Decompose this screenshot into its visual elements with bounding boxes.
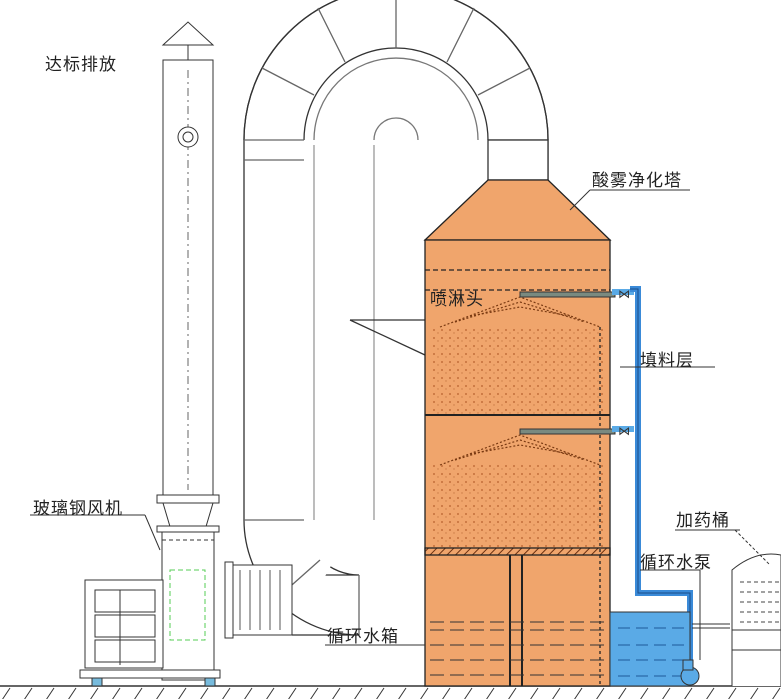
label-dosing-barrel: 加药桶 xyxy=(676,511,730,531)
circulation-pump xyxy=(680,623,730,686)
label-packing-layer: 填料层 xyxy=(640,351,694,371)
label-fan: 玻璃钢风机 xyxy=(33,499,123,519)
leader-lines xyxy=(30,189,771,660)
svg-text:⋈: ⋈ xyxy=(618,424,630,438)
fan[interactable] xyxy=(79,569,221,687)
label-spray-head: 喷淋头 xyxy=(430,290,484,310)
label-circulation-tank: 循环水箱 xyxy=(327,627,399,647)
ground xyxy=(0,685,781,699)
svg-text:⋈: ⋈ xyxy=(618,287,630,301)
label-discharge: 达标排放 xyxy=(45,55,117,75)
dosing-barrel xyxy=(731,553,781,686)
duct xyxy=(243,0,549,636)
label-tower: 酸雾净化塔 xyxy=(592,171,682,191)
label-circulation-pump: 循环水泵 xyxy=(640,553,712,573)
circulation-tank xyxy=(609,611,691,687)
duct-inlet xyxy=(224,561,293,639)
acid-mist-tower xyxy=(423,139,612,687)
spray-heads: ⋈ ⋈ xyxy=(519,287,634,438)
exhaust-stack xyxy=(156,21,220,681)
